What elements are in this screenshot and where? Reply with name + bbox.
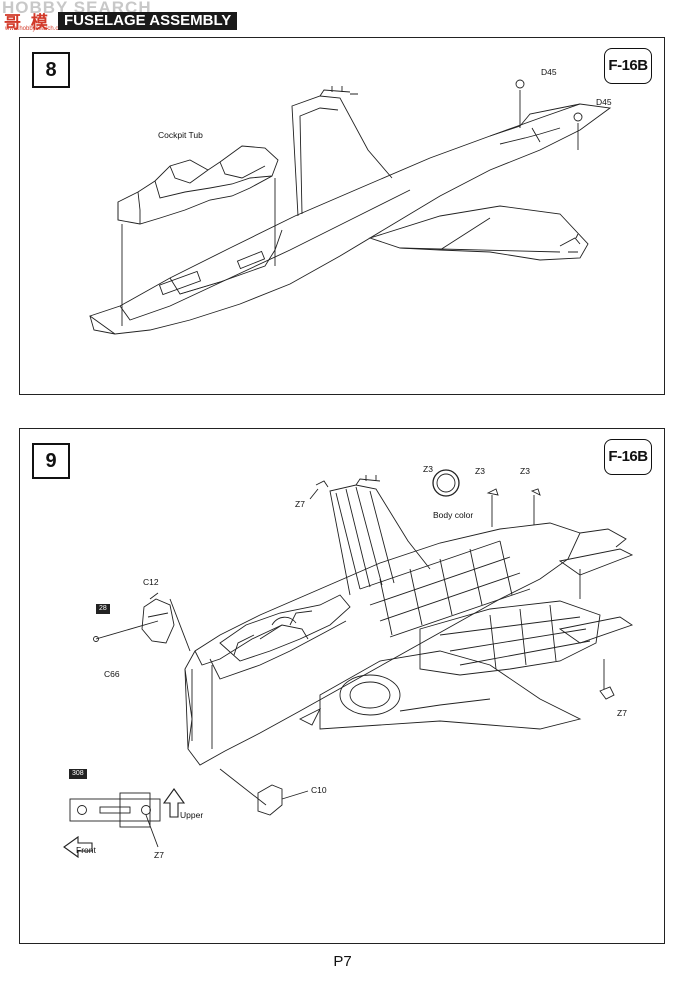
step-9-panel: 9 F-16B Z7 Z3 Z3 Z3 Body color C12 28 C6… bbox=[19, 428, 665, 944]
cockpit-tub-label: Cockpit Tub bbox=[158, 130, 203, 140]
inset-detail-part bbox=[69, 792, 161, 848]
part-label-z3: Z3 bbox=[520, 466, 530, 476]
body-color-swatch bbox=[432, 469, 460, 497]
fuselage-assembly-part bbox=[184, 475, 634, 766]
step-number: 9 bbox=[32, 443, 70, 479]
variant-badge: F-16B bbox=[604, 48, 652, 84]
part-label-c66: C66 bbox=[104, 669, 120, 679]
step-number: 8 bbox=[32, 52, 70, 88]
site-logo: 哥 模 bbox=[4, 13, 50, 33]
page-header: HOBBY SEARCH 哥 模 www.hobbysearch.com FUS… bbox=[0, 0, 685, 34]
step-9-drawing bbox=[63, 469, 634, 859]
front-direction-label: Front bbox=[76, 845, 96, 855]
part-label-z3: Z3 bbox=[475, 466, 485, 476]
part-label-c10: C10 bbox=[311, 785, 327, 795]
part-label-z3: Z3 bbox=[423, 464, 433, 474]
step-8-drawing bbox=[89, 79, 612, 335]
part-label-d45: D45 bbox=[596, 97, 612, 107]
upper-direction-label: Upper bbox=[180, 810, 204, 820]
part-label-z7: Z7 bbox=[295, 499, 305, 509]
part-label-z7: Z7 bbox=[617, 708, 627, 718]
color-ref-28: 28 bbox=[96, 604, 110, 614]
panel-part-c10 bbox=[257, 784, 283, 816]
variant-badge: F-16B bbox=[604, 439, 652, 475]
color-ref-308: 308 bbox=[69, 769, 87, 779]
part-label-c12: C12 bbox=[143, 577, 159, 587]
part-label-d45: D45 bbox=[541, 67, 557, 77]
part-label-z7: Z7 bbox=[154, 850, 164, 860]
fuselage-half-part bbox=[89, 86, 612, 335]
upper-arrow-icon bbox=[162, 788, 186, 818]
site-url: www.hobbysearch.com bbox=[5, 26, 67, 32]
body-color-label: Body color bbox=[433, 510, 474, 520]
section-title: FUSELAGE ASSEMBLY bbox=[58, 12, 238, 30]
canopy-part-c12 bbox=[141, 598, 175, 644]
cockpit-tub-part bbox=[117, 145, 279, 225]
front-arrow-icon bbox=[63, 835, 93, 859]
step-8-panel: 8 F-16B Cockpit Tub D45 D45 bbox=[19, 37, 665, 395]
page-number: P7 bbox=[333, 953, 352, 970]
